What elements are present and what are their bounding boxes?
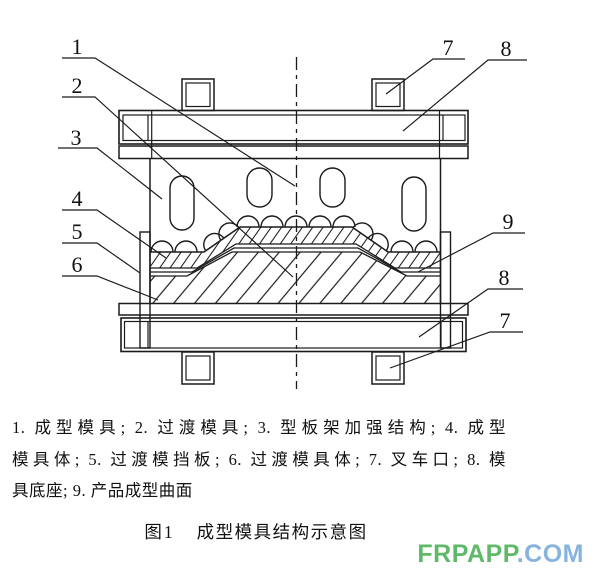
- bottom-beam-inner: [123, 320, 464, 349]
- figure-caption: 图1 成型模具结构示意图: [0, 519, 512, 544]
- leader-4: [62, 209, 167, 259]
- band-bottom-line: [150, 243, 441, 269]
- figure-title: 成型模具结构示意图: [196, 522, 368, 542]
- bottom-beam-outer: [120, 317, 467, 353]
- leader-6: [62, 275, 159, 301]
- leader-8-top: [402, 59, 527, 132]
- legend-line-1: 1. 成型模具; 2. 过渡模具; 3. 型板架加强结构; 4. 成型: [12, 418, 506, 437]
- top-beam-strip: [118, 145, 469, 160]
- callout-label-6: 6: [72, 252, 83, 277]
- transition-body-hatch-fill: [150, 252, 441, 304]
- legend-line-2: 模具体; 5. 过渡模挡板; 6. 过渡模具体; 7. 叉车口; 8. 模: [12, 449, 506, 469]
- watermark-site-tld: .COM: [516, 540, 584, 568]
- leader-8-bottom: [418, 288, 523, 338]
- leader-9: [417, 232, 525, 273]
- callout-label-9: 9: [503, 209, 514, 234]
- bottom-beam-strip: [118, 302, 469, 316]
- frame-oval-hole-2: [246, 167, 273, 208]
- frame-oval-hole-3: [319, 167, 346, 208]
- forklift-port-bottom-left: [181, 351, 215, 385]
- callout-labels: 1 2 3 4 5 6 7 8 9 8 7: [71, 34, 514, 333]
- watermark-site-name: FRPAPP: [417, 540, 517, 568]
- forklift-port-top-right: [371, 78, 405, 112]
- callout-label-8-top: 8: [501, 36, 512, 61]
- callout-label-4: 4: [72, 186, 83, 211]
- figure-number: 图1: [144, 522, 175, 542]
- leader-5: [62, 242, 141, 274]
- leader-2: [62, 96, 294, 278]
- top-mold-base-beam: [118, 109, 469, 160]
- leader-3: [58, 147, 163, 200]
- leader-7-bottom: [389, 331, 523, 369]
- callout-label-3: 3: [71, 125, 82, 150]
- callout-label-7-bottom: 7: [500, 308, 511, 333]
- transition-mold-body: [150, 252, 441, 304]
- forklift-port-bottom-right: [371, 351, 405, 385]
- callout-label-1: 1: [72, 34, 83, 59]
- forklift-port-top-left: [181, 78, 215, 112]
- leader-7-top: [385, 58, 465, 95]
- callout-label-7-top: 7: [443, 35, 454, 60]
- transition-baffle-right: [439, 231, 452, 349]
- mold-structure-diagram: 1 2 3 4 5 6 7 8 9 8 7: [58, 34, 527, 389]
- legend: 1. 成型模具; 2. 过渡模具; 3. 型板架加强结构; 4. 成型 模具体;…: [12, 412, 506, 507]
- callout-leaders: [58, 57, 527, 369]
- bottom-mold-base-beam: [118, 302, 469, 353]
- legend-line-3: 具底座; 9. 产品成型曲面: [12, 481, 193, 500]
- callout-label-2: 2: [72, 73, 83, 98]
- callout-label-8-bottom: 8: [499, 265, 510, 290]
- top-beam-outer: [118, 109, 469, 145]
- frame-oval-hole-4: [401, 176, 427, 232]
- leader-1: [62, 57, 296, 187]
- watermark: FRPAPP.COM: [417, 542, 584, 567]
- top-beam-inner: [122, 114, 466, 142]
- callout-label-5: 5: [72, 219, 83, 244]
- band-hatch-fill: [150, 227, 441, 268]
